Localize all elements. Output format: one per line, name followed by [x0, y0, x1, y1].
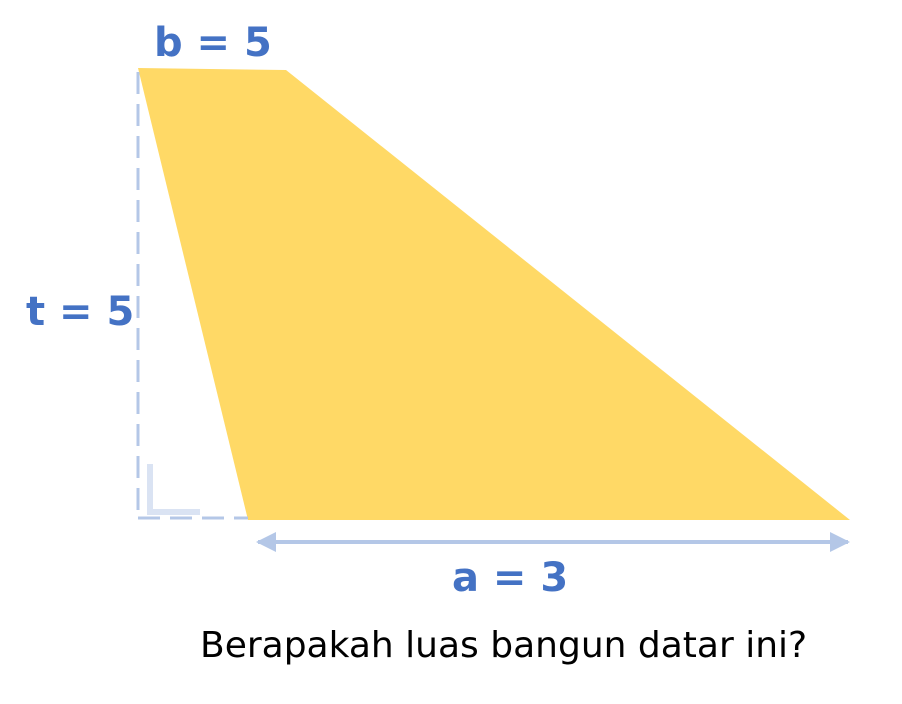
height-label: t = 5	[26, 289, 135, 335]
bottom-base-label: a = 3	[452, 555, 569, 601]
top-base-label: b = 5	[154, 20, 272, 66]
trapezoid-shape	[138, 68, 850, 520]
question-text: Berapakah luas bangun datar ini?	[200, 625, 808, 666]
right-angle-marker-icon	[147, 464, 200, 515]
